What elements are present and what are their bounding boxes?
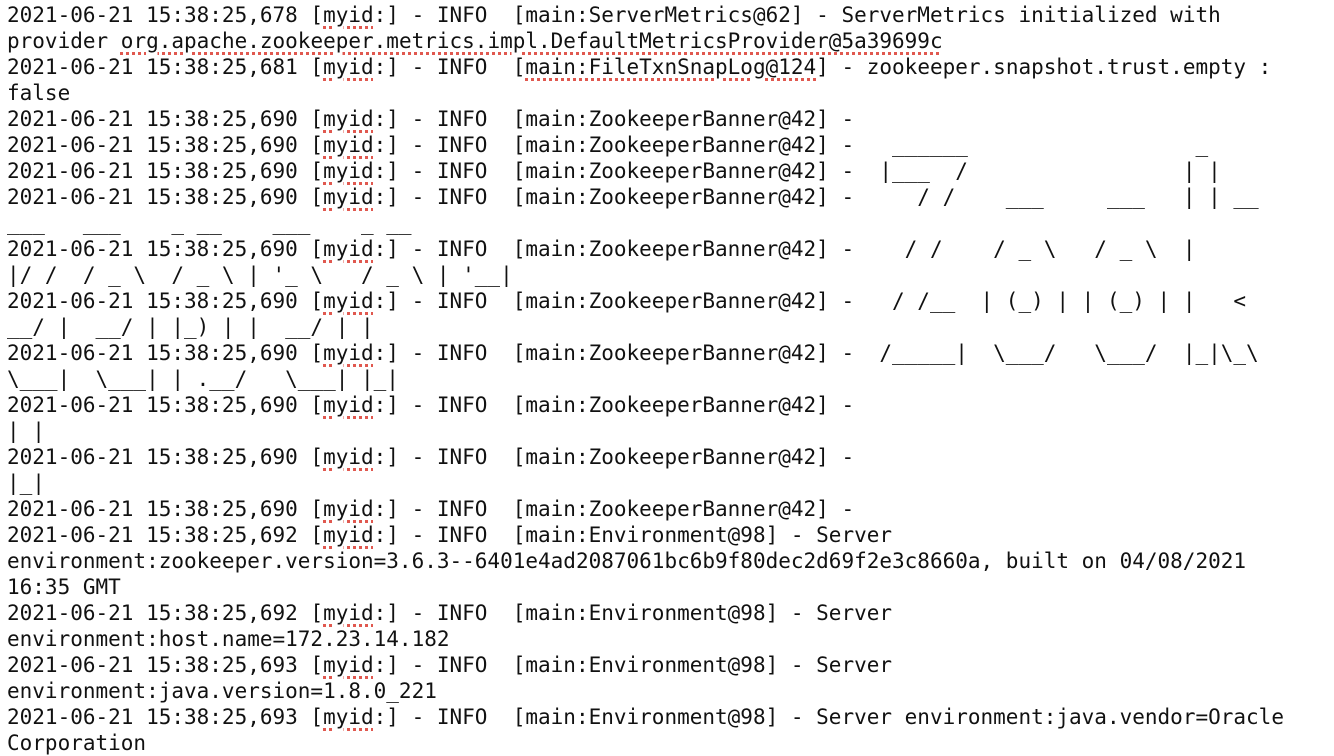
log-text: false	[7, 81, 71, 105]
log-text: :] - INFO [main:ZookeeperBanner@42] - |_…	[373, 159, 1221, 183]
log-line: 2021-06-21 15:38:25,690 [myid:] - INFO […	[7, 106, 1334, 132]
log-text: 2021-06-21 15:38:25,690 [	[7, 289, 324, 313]
log-text: 2021-06-21 15:38:25,690 [	[7, 107, 324, 131]
spellcheck-flagged-text: myid	[323, 445, 374, 469]
log-line: 2021-06-21 15:38:25,693 [myid:] - INFO […	[7, 704, 1334, 730]
spellcheck-flagged-text: myid	[323, 107, 374, 131]
log-line: 2021-06-21 15:38:25,681 [myid:] - INFO […	[7, 54, 1334, 80]
log-line: 2021-06-21 15:38:25,690 [myid:] - INFO […	[7, 392, 1334, 418]
log-text: :] - INFO [main:ZookeeperBanner@42] -	[373, 497, 855, 521]
log-line: 2021-06-21 15:38:25,690 [myid:] - INFO […	[7, 288, 1334, 314]
spellcheck-flagged-text: myid	[323, 237, 374, 261]
log-line: 2021-06-21 15:38:25,692 [myid:] - INFO […	[7, 600, 1334, 626]
log-text: 2021-06-21 15:38:25,690 [	[7, 185, 324, 209]
spellcheck-flagged-text: myid	[323, 653, 374, 677]
log-line: 2021-06-21 15:38:25,690 [myid:] - INFO […	[7, 132, 1334, 158]
log-line: 2021-06-21 15:38:25,690 [myid:] - INFO […	[7, 444, 1334, 470]
log-text: 2021-06-21 15:38:25,690 [	[7, 445, 324, 469]
spellcheck-flagged-text: myid	[323, 523, 374, 547]
log-line: environment:zookeeper.version=3.6.3--640…	[7, 548, 1334, 574]
log-text: 2021-06-21 15:38:25,678 [	[7, 3, 324, 27]
spellcheck-flagged-text: main:FileTxnSnapLog@124	[525, 55, 817, 79]
spellcheck-flagged-text: org.apache.zookeeper.metrics.impl.Defaul…	[120, 29, 943, 53]
log-text: environment:host.name=172.23.14.182	[7, 627, 450, 651]
log-text: 2021-06-21 15:38:25,692 [	[7, 601, 324, 625]
log-line: 2021-06-21 15:38:25,690 [myid:] - INFO […	[7, 184, 1334, 210]
log-text: :] - INFO [main:Environment@98] - Server	[373, 653, 893, 677]
log-line: provider org.apache.zookeeper.metrics.im…	[7, 28, 1334, 54]
log-text: 2021-06-21 15:38:25,690 [	[7, 159, 324, 183]
spellcheck-flagged-text: myid	[323, 705, 374, 729]
log-text: environment:zookeeper.version=3.6.3--640…	[7, 549, 1247, 573]
log-text: ] - zookeeper.snapshot.trust.empty :	[816, 55, 1272, 79]
log-line: 2021-06-21 15:38:25,690 [myid:] - INFO […	[7, 158, 1334, 184]
log-text: :] - INFO [main:ZookeeperBanner@42] - / …	[373, 237, 1196, 261]
log-text: 2021-06-21 15:38:25,690 [	[7, 341, 324, 365]
log-text: 2021-06-21 15:38:25,690 [	[7, 133, 324, 157]
log-text: environment:java.version=1.8.0_221	[7, 679, 437, 703]
log-line: environment:host.name=172.23.14.182	[7, 626, 1334, 652]
log-text: :] - INFO [main:Environment@98] - Server…	[373, 705, 1284, 729]
log-line: Corporation	[7, 730, 1334, 756]
log-text: :] - INFO [	[373, 55, 526, 79]
log-text: __/ | __/ | |_) | | __/ | |	[7, 315, 374, 339]
log-text: 2021-06-21 15:38:25,693 [	[7, 705, 324, 729]
log-text: 2021-06-21 15:38:25,681 [	[7, 55, 324, 79]
log-text: 2021-06-21 15:38:25,693 [	[7, 653, 324, 677]
log-text: 2021-06-21 15:38:25,690 [	[7, 237, 324, 261]
log-line: |_|	[7, 470, 1334, 496]
log-line: 2021-06-21 15:38:25,690 [myid:] - INFO […	[7, 496, 1334, 522]
log-line: ___ ___ _ __ ___ _ __	[7, 210, 1334, 236]
log-line: |/ / / _ \ / _ \ | '_ \ / _ \ | '__|	[7, 262, 1334, 288]
log-text: ___ ___ _ __ ___ _ __	[7, 211, 412, 235]
log-text: |/ / / _ \ / _ \ | '_ \ / _ \ | '__|	[7, 263, 513, 287]
log-line: 2021-06-21 15:38:25,690 [myid:] - INFO […	[7, 340, 1334, 366]
log-text: :] - INFO [main:ZookeeperBanner@42] -	[373, 107, 855, 131]
log-text: :] - INFO [main:ZookeeperBanner@42] - / …	[373, 185, 1259, 209]
log-text: :] - INFO [main:ZookeeperBanner@42] - / …	[373, 289, 1247, 313]
log-line: false	[7, 80, 1334, 106]
log-line: __/ | __/ | |_) | | __/ | |	[7, 314, 1334, 340]
log-text: :] - INFO [main:ZookeeperBanner@42] -	[373, 393, 855, 417]
spellcheck-flagged-text: myid	[323, 3, 374, 27]
log-line: 2021-06-21 15:38:25,690 [myid:] - INFO […	[7, 236, 1334, 262]
log-text: | |	[7, 419, 45, 443]
log-text: :] - INFO [main:ZookeeperBanner@42] - __…	[373, 133, 1209, 157]
log-text: 16:35 GMT	[7, 575, 121, 599]
spellcheck-flagged-text: myid	[323, 497, 374, 521]
log-text: 2021-06-21 15:38:25,692 [	[7, 523, 324, 547]
log-text: Corporation	[7, 731, 147, 755]
log-text: 2021-06-21 15:38:25,690 [	[7, 497, 324, 521]
log-text: :] - INFO [main:ZookeeperBanner@42] - /_…	[373, 341, 1259, 365]
log-text: :] - INFO [main:Environment@98] - Server	[373, 601, 893, 625]
spellcheck-flagged-text: myid	[323, 133, 374, 157]
terminal-output[interactable]: 2021-06-21 15:38:25,678 [myid:] - INFO […	[7, 2, 1334, 756]
log-line: 16:35 GMT	[7, 574, 1334, 600]
spellcheck-flagged-text: myid	[323, 601, 374, 625]
log-line: \___| \___| | .__/ \___| |_|	[7, 366, 1334, 392]
log-text: provider	[7, 29, 121, 53]
log-line: 2021-06-21 15:38:25,678 [myid:] - INFO […	[7, 2, 1334, 28]
spellcheck-flagged-text: myid	[323, 55, 374, 79]
log-text: |_|	[7, 471, 45, 495]
spellcheck-flagged-text: myid	[323, 159, 374, 183]
log-line: | |	[7, 418, 1334, 444]
log-text: :] - INFO [main:ZookeeperBanner@42] -	[373, 445, 855, 469]
spellcheck-flagged-text: myid	[323, 289, 374, 313]
spellcheck-flagged-text: myid	[323, 341, 374, 365]
spellcheck-flagged-text: myid	[323, 185, 374, 209]
log-text: :] - INFO [main:ServerMetrics@62] - Serv…	[373, 3, 1221, 27]
log-text: 2021-06-21 15:38:25,690 [	[7, 393, 324, 417]
spellcheck-flagged-text: myid	[323, 393, 374, 417]
log-text: :] - INFO [main:Environment@98] - Server	[373, 523, 893, 547]
log-line: environment:java.version=1.8.0_221	[7, 678, 1334, 704]
log-text: \___| \___| | .__/ \___| |_|	[7, 367, 399, 391]
log-line: 2021-06-21 15:38:25,692 [myid:] - INFO […	[7, 522, 1334, 548]
log-line: 2021-06-21 15:38:25,693 [myid:] - INFO […	[7, 652, 1334, 678]
